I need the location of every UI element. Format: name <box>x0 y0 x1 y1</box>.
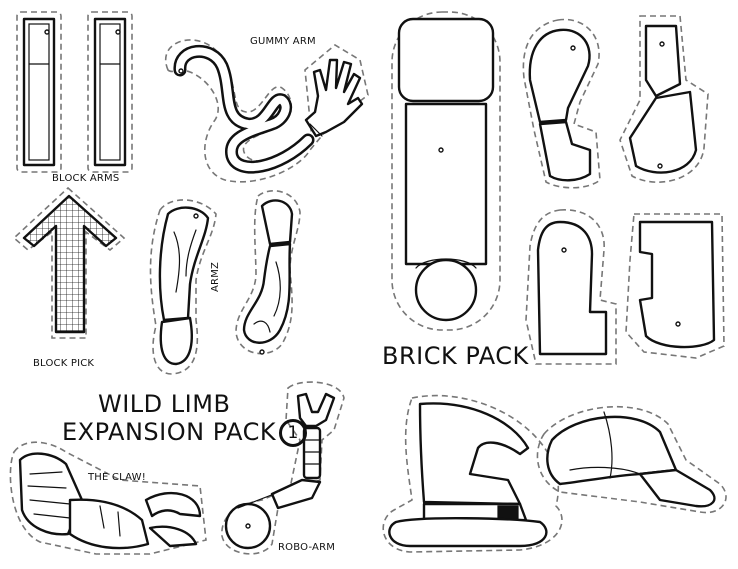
wild-limb-title-line1: WILD LIMB <box>98 390 231 418</box>
the-claw-label: THE CLAW! <box>88 472 146 483</box>
baseball-cap-cutout <box>536 406 727 514</box>
gummy-arm-cutout <box>165 39 369 183</box>
expansion-pack-text: EXPANSION PACK <box>62 418 277 446</box>
robo-arm-label: ROBO-ARM <box>278 542 336 553</box>
pack-number-badge: 1 <box>279 419 308 447</box>
the-claw-cutout <box>9 441 207 555</box>
gummy-arm-label: GUMMY ARM <box>250 36 316 47</box>
block-pick-cutout <box>12 186 126 339</box>
brick-limbs-cutout <box>522 15 725 365</box>
brick-pack-title: BRICK PACK <box>382 342 529 370</box>
block-arms-cutout <box>16 11 133 173</box>
brick-pack-cutout <box>391 11 501 331</box>
armz-label: ARMZ <box>210 261 221 292</box>
robo-arm-cutout <box>221 381 345 555</box>
armz-cutout <box>149 190 301 375</box>
block-arms-label: BLOCK ARMS <box>52 173 120 184</box>
wizard-hat-cutout <box>382 394 563 553</box>
block-pick-label: BLOCK PICK <box>33 358 95 369</box>
